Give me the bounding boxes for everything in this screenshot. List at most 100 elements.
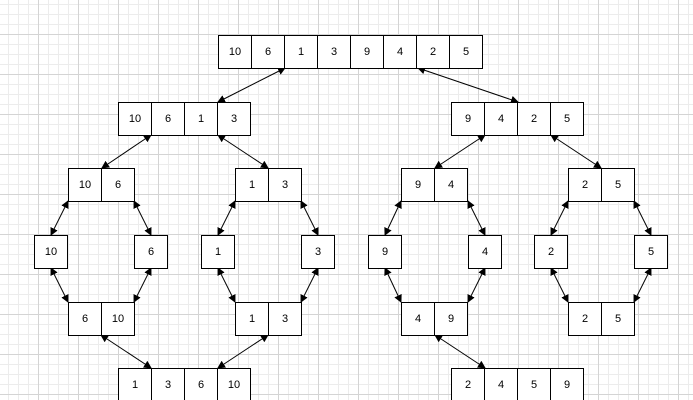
cell-box [449,35,483,69]
cell-box [268,168,302,202]
array-cell: 3 [317,35,351,69]
cell-value: 2 [582,179,588,191]
cell-box [68,302,102,336]
array-cell: 10 [101,302,135,336]
array-cell: 9 [451,102,485,136]
cell-box [434,302,468,336]
array-cell: 2 [534,235,568,269]
cell-value: 1 [249,179,255,191]
cell-value: 3 [282,313,288,325]
array-cell: 9 [350,35,384,69]
cell-box [184,102,218,136]
cell-value: 4 [482,246,488,258]
array-cell: 9 [550,368,584,400]
cell-value: 10 [228,379,240,391]
connector-pair-2-5-to-single-5 [633,200,652,236]
connector-single-9-to-merged-4-9 [384,267,402,303]
cell-value: 10 [112,313,124,325]
cell-value: 5 [648,246,654,258]
connector-pair-10-6-to-single-10 [50,200,69,236]
cell-value: 10 [229,46,241,58]
cell-box [101,302,135,336]
array-cell: 1 [284,35,318,69]
array-cell: 3 [217,102,251,136]
array-cell: 5 [601,168,635,202]
array-cell: 6 [134,235,168,269]
connector-single-1-to-merged-1-3 [217,267,236,303]
cell-box [416,35,450,69]
array-cell: 5 [449,35,483,69]
cell-box [268,302,302,336]
array-merged-6-10: 6 10 [68,302,135,336]
array-cell: 1 [201,235,235,269]
connector-pair-2-5-to-single-2 [550,200,569,236]
cell-value: 5 [615,179,621,191]
cell-value: 6 [82,313,88,325]
array-cell: 4 [383,35,417,69]
cell-value: 4 [448,179,454,191]
array-cell: 1 [235,168,269,202]
array-cell: 1 [118,368,152,400]
cell-box [550,102,584,136]
cell-box [484,368,518,400]
array-cell: 6 [251,35,285,69]
cell-box [217,368,251,400]
connector-merged-1-3-to-merged-left [217,334,269,369]
connector-pair-1-3-to-single-3 [300,200,319,236]
array-cell: 4 [401,302,435,336]
array-cell: 3 [268,168,302,202]
array-cell: 5 [634,235,668,269]
cell-value: 5 [564,113,570,125]
array-single-1: 1 [201,235,235,269]
array-single-2: 2 [534,235,568,269]
cell-value: 5 [463,46,469,58]
array-cell: 6 [184,368,218,400]
cell-box [34,235,68,269]
cell-value: 3 [282,179,288,191]
cell-value: 2 [582,313,588,325]
array-cell: 1 [184,102,218,136]
connector-left-half-to-pair-10-6 [101,134,152,169]
cell-box [468,235,502,269]
connector-layer [50,66,652,369]
cell-value: 9 [364,46,370,58]
cell-box [568,168,602,202]
connector-single-6-to-merged-6-10 [133,267,152,303]
cell-box [568,302,602,336]
cell-value: 9 [465,113,471,125]
array-cell: 4 [434,168,468,202]
cell-value: 2 [548,246,554,258]
array-cell: 1 [235,302,269,336]
cell-value: 9 [564,379,570,391]
cell-value: 4 [498,379,504,391]
cell-value: 9 [382,246,388,258]
array-cell: 2 [416,35,450,69]
array-single-6: 6 [134,235,168,269]
cell-value: 1 [298,46,304,58]
cell-value: 4 [415,313,421,325]
cell-value: 10 [79,179,91,191]
cell-box [517,102,551,136]
connector-merged-4-9-to-merged-right [434,334,486,369]
array-cell: 2 [517,102,551,136]
connector-pair-9-4-to-single-4 [467,200,486,236]
cell-value: 1 [215,246,221,258]
cell-value: 9 [415,179,421,191]
cell-box [101,168,135,202]
cell-value: 10 [45,246,57,258]
cell-box [534,235,568,269]
array-single-9: 9 [368,235,402,269]
array-single-3: 3 [301,235,335,269]
array-cell: 5 [517,368,551,400]
array-cell: 10 [118,102,152,136]
cell-value: 6 [198,379,204,391]
array-cell: 10 [34,235,68,269]
cell-value: 3 [315,246,321,258]
